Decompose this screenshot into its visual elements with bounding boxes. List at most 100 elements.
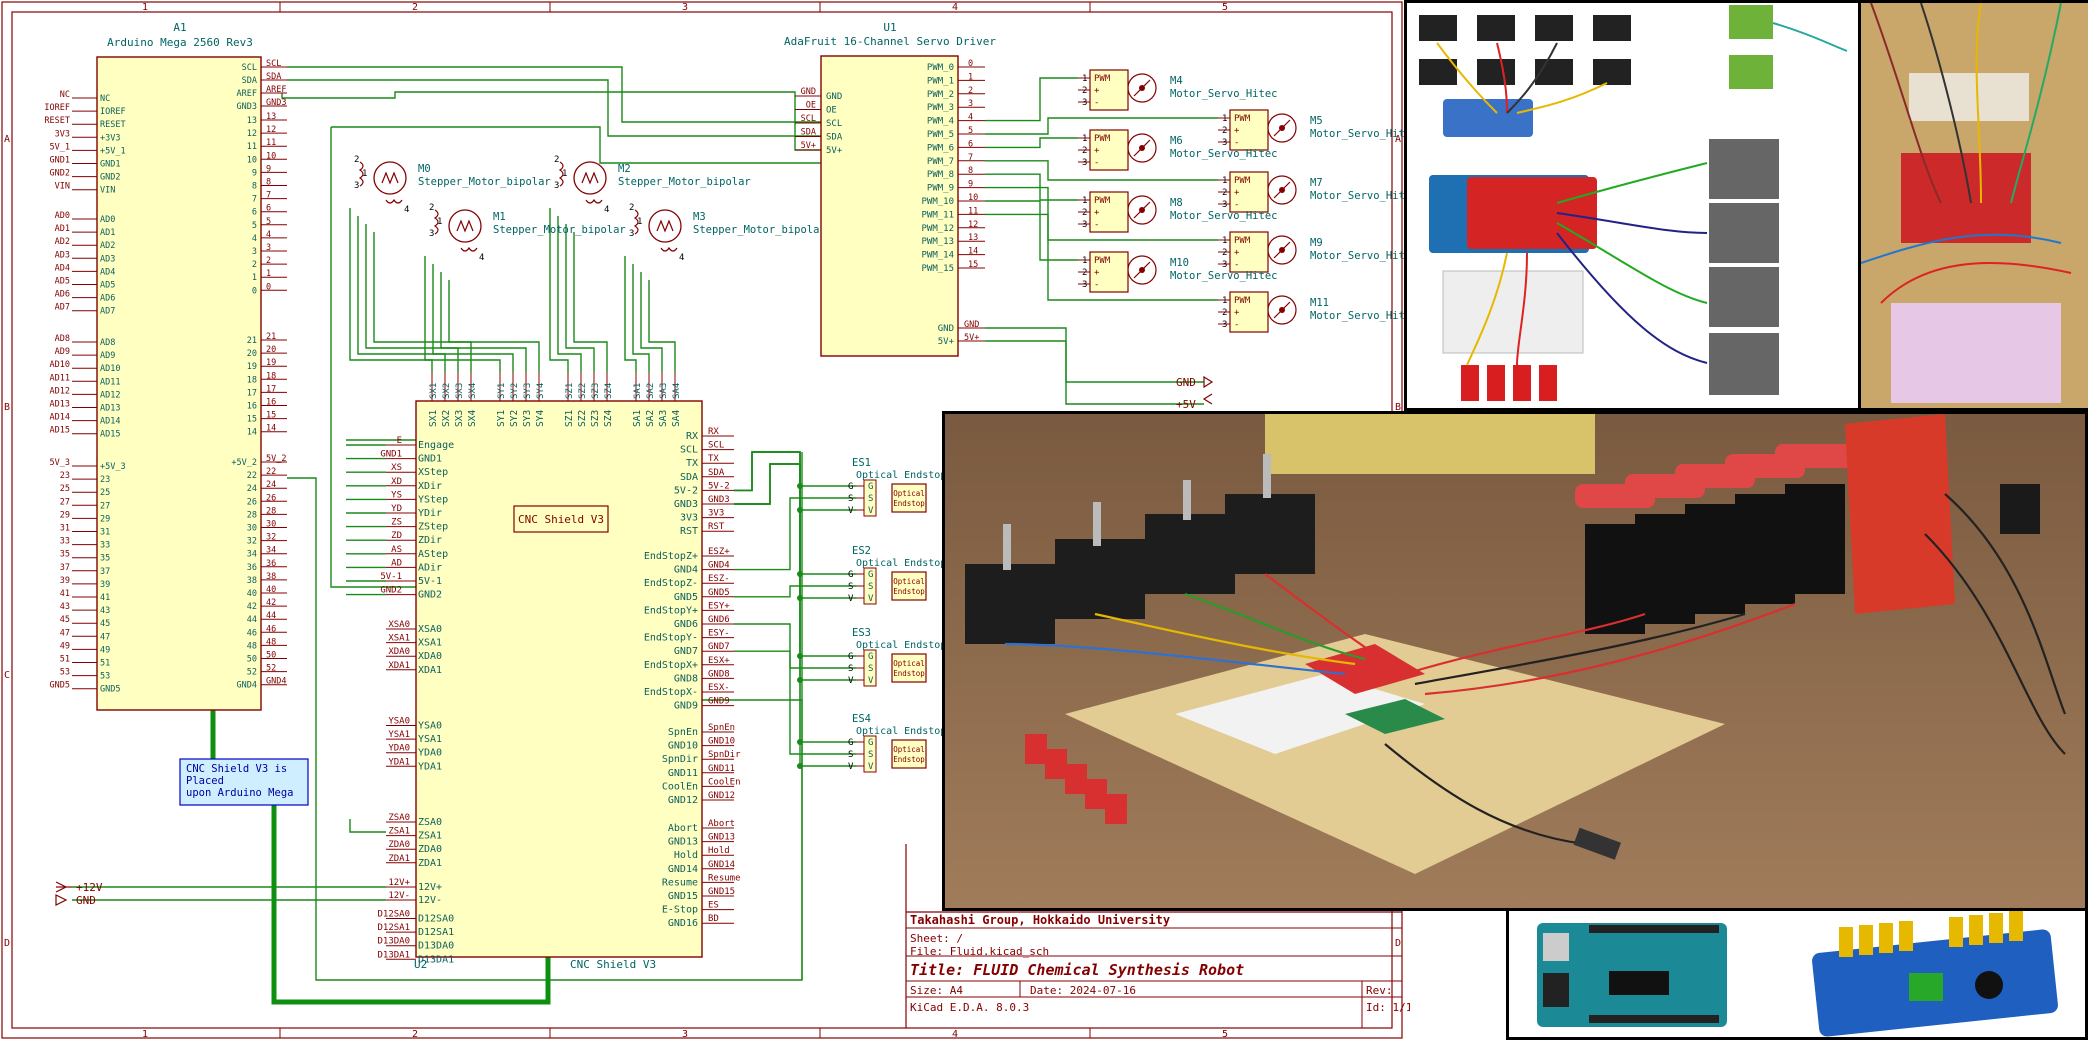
arduino-left-net: AD7 xyxy=(55,303,70,313)
arduino-mega[interactable]: A1 Arduino Mega 2560 Rev3 NCNCIOREFIOREF… xyxy=(44,21,287,711)
cnc-power-pin: 12V+ xyxy=(418,882,442,893)
servo-driver[interactable]: U1 AdaFruit 16-Channel Servo Driver GNDG… xyxy=(784,21,996,357)
cnc-right-pin: GND14 xyxy=(668,864,698,875)
arduino-right-pin: 11 xyxy=(247,142,257,152)
servo-driver-power-pin: 5V+ xyxy=(938,337,955,347)
servo-pin-plus: + xyxy=(1094,146,1100,156)
endstop-pin: V xyxy=(848,506,854,516)
arduino-left-pin: 23 xyxy=(100,475,110,485)
servo-driver-body xyxy=(820,55,959,357)
cnc-left2-pin: XSA1 xyxy=(418,638,442,649)
servo-pin-num: 1 xyxy=(1222,296,1227,306)
cnc-right-pin: EndStopZ- xyxy=(644,578,698,589)
arduino-right-net: 32 xyxy=(266,533,276,543)
render-base-plate xyxy=(1065,634,1725,874)
cnc-right-net: Abort xyxy=(708,819,735,829)
cnc-left-pin: 5V-1 xyxy=(418,576,442,587)
wire xyxy=(734,497,856,571)
shield-note: CNC Shield V3 is Placed upon Arduino Meg… xyxy=(179,758,309,806)
servo-pin-num: 2 xyxy=(1222,188,1227,198)
arduino-left-pin: RESET xyxy=(100,120,126,130)
servo-pin-num: 2 xyxy=(1082,268,1087,278)
arduino-left-net: 47 xyxy=(60,628,70,638)
servo-pin-num: 3 xyxy=(1222,260,1227,270)
wire xyxy=(349,208,433,372)
arduino-right-net: 11 xyxy=(266,138,276,148)
arduino-right-net: 26 xyxy=(266,493,276,503)
arduino-left-pin: VIN xyxy=(100,186,115,196)
wire xyxy=(734,650,856,755)
cnc-right-pin: 3V3 xyxy=(680,513,698,524)
wire xyxy=(357,216,446,372)
title-main: Title: FLUID Chemical Synthesis Robot xyxy=(910,961,1244,979)
servo-driver-value: AdaFruit 16-Channel Servo Driver xyxy=(784,35,996,48)
title-file: File: Fluid.kicad_sch xyxy=(910,945,1049,958)
arduino-right-pin: 22 xyxy=(247,471,257,481)
frame-col-top: 1 xyxy=(142,2,148,13)
cnc-right-pin: SpnEn xyxy=(668,727,698,738)
arduino-right-pin: 20 xyxy=(247,349,257,359)
arduino-left-pin: 31 xyxy=(100,528,110,538)
stepper-motors: 2314M0Stepper_Motor_bipolar2314M1Stepper… xyxy=(354,155,826,263)
arduino-left-pin: GND5 xyxy=(100,685,120,695)
wire xyxy=(349,819,386,833)
cnc-shield[interactable]: CNC Shield V3 U2 CNC Shield V3 SX1SX1SX2… xyxy=(377,372,741,971)
stepper-value: Stepper_Motor_bipolar xyxy=(618,176,751,188)
power-5v-label: +5V xyxy=(1176,398,1196,411)
cnc-top-pin-label: SX1 xyxy=(429,383,439,399)
cnc-top-pin-name: SX1 xyxy=(428,410,439,427)
stepper-pin: 2 xyxy=(354,155,359,165)
arduino-left-pin: AD12 xyxy=(100,390,120,400)
closeup-module xyxy=(1909,73,2029,121)
servo-pin-minus: - xyxy=(1234,260,1239,270)
cnc-top-pin-label: SZ3 xyxy=(591,383,601,399)
cnc-right-net: TX xyxy=(708,454,719,464)
cnc-right-net: GND7 xyxy=(708,642,730,652)
arduino-left-pin: AD15 xyxy=(100,430,120,440)
servo-pin-pwm: PWM xyxy=(1234,296,1251,306)
arduino-right-pin: 52 xyxy=(247,668,257,678)
cnc-right-pin: GND8 xyxy=(674,673,698,684)
servo-value: Motor_Servo_Hitec xyxy=(1310,128,1410,140)
wire xyxy=(985,117,1218,135)
arduino-right-pin: 44 xyxy=(247,615,257,625)
arduino-right-net: SDA xyxy=(266,72,281,82)
cnc-top-pin-label: SA3 xyxy=(659,383,669,399)
servo-driver-pwm-num: 6 xyxy=(968,139,973,149)
cnc-right-net: GND15 xyxy=(708,887,735,897)
servo-cluster-image xyxy=(1419,15,1631,85)
endstop-pin-inner: G xyxy=(868,652,873,662)
arduino-right-pin: 15 xyxy=(247,415,257,425)
power-12v-label: +12V xyxy=(76,881,103,894)
render-servos xyxy=(1585,484,1845,634)
stepper-value: Stepper_Motor_bipolar xyxy=(693,224,826,236)
endstop-pin-inner: S xyxy=(868,664,873,674)
cnc-top-pin-name: SZ1 xyxy=(564,410,575,427)
endstop-pin-inner: S xyxy=(868,582,873,592)
stepper-pin: 4 xyxy=(679,253,684,263)
cnc-top-pin-name: SZ2 xyxy=(577,410,588,427)
cnc-left-net: AS xyxy=(391,545,402,555)
endstop-pin: S xyxy=(848,582,853,592)
wire xyxy=(985,200,1078,261)
cnc-right-pin: GND3 xyxy=(674,499,698,510)
servo-driver-pwm-pin: PWM_5 xyxy=(927,130,954,140)
arduino-left-pin: 33 xyxy=(100,541,110,551)
stepper-ref: M0 xyxy=(418,163,431,175)
wire xyxy=(557,216,582,372)
servo-pin-plus: + xyxy=(1234,248,1240,258)
cnc-left2-pin: D13DA0 xyxy=(418,941,454,952)
cnc-top-pin-name: SX3 xyxy=(454,410,465,427)
servo-driver-pwm-pin: PWM_4 xyxy=(927,117,954,127)
cnc-ref: U2 xyxy=(414,958,427,971)
endstop-ref: ES3 xyxy=(852,627,871,639)
stepper-pin: 3 xyxy=(354,181,359,191)
arduino-left-net: RESET xyxy=(44,116,70,126)
arduino-right-net: 16 xyxy=(266,398,276,408)
servo-pin-minus: - xyxy=(1234,200,1239,210)
